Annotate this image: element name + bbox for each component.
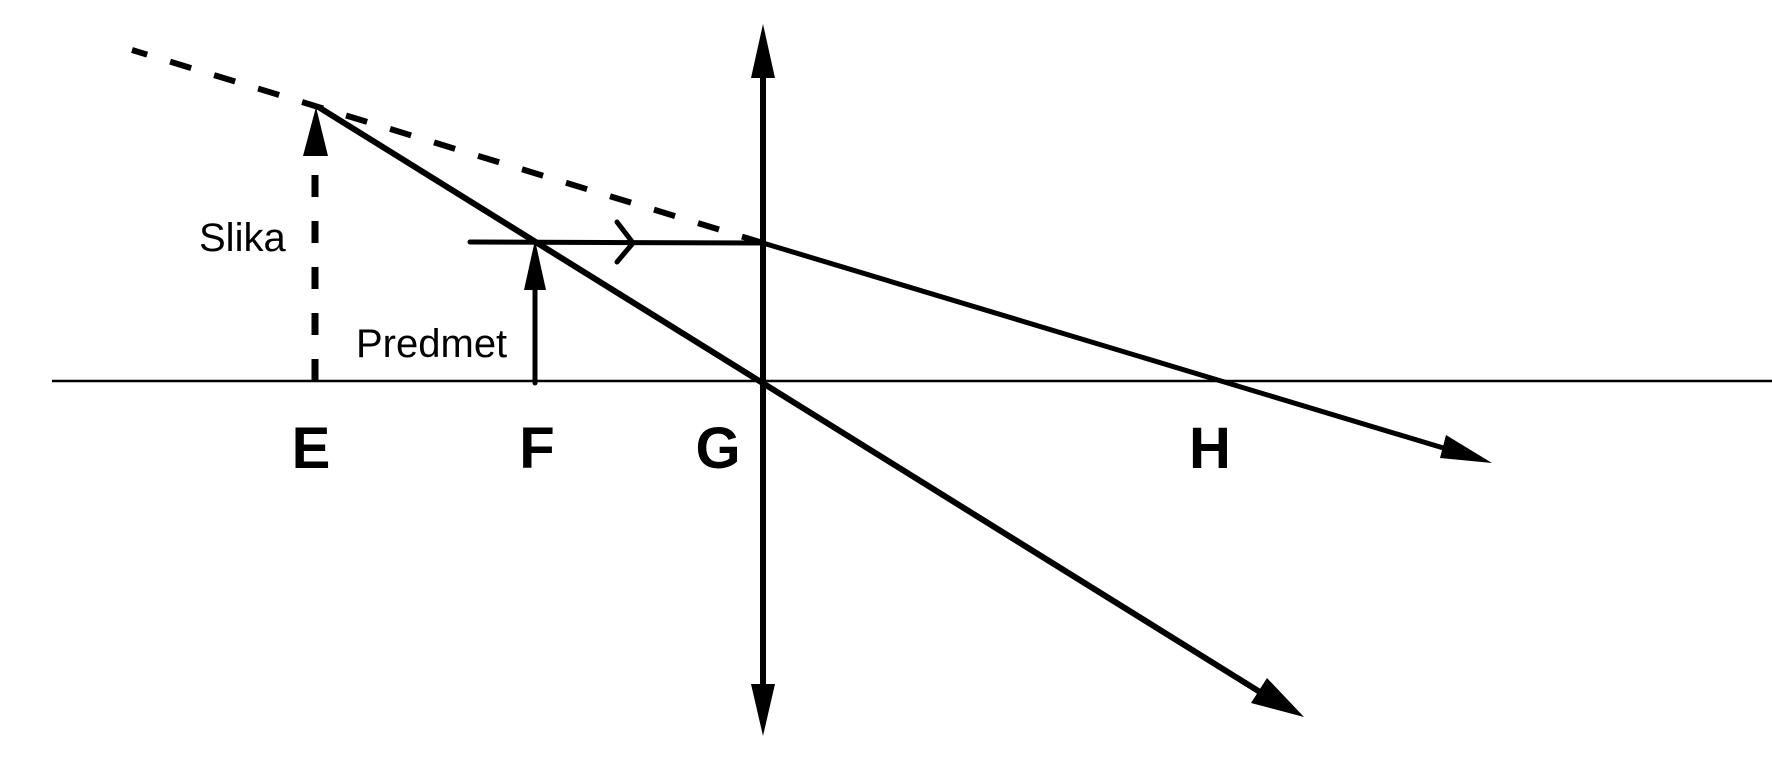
lens-top-arrowhead bbox=[751, 24, 775, 78]
refracted-ray bbox=[760, 240, 1453, 453]
point-h-label: H bbox=[1189, 416, 1231, 481]
virtual-ray-extension bbox=[131, 47, 764, 246]
central-ray bbox=[317, 105, 1271, 700]
point-g-label: G bbox=[695, 416, 740, 481]
object-label: Predmet bbox=[356, 322, 507, 366]
lens-bottom-arrowhead bbox=[751, 684, 775, 736]
image-arrowhead bbox=[303, 107, 328, 156]
object-arrow bbox=[524, 240, 546, 386]
parallel-ray bbox=[467, 239, 766, 246]
parallel-ray-chevron bbox=[614, 219, 637, 265]
image-label: Slika bbox=[199, 216, 286, 260]
image-arrow bbox=[303, 107, 328, 381]
refracted-ray-arrowhead bbox=[1440, 435, 1492, 463]
central-ray-arrowhead bbox=[1251, 678, 1304, 717]
point-e-label: E bbox=[292, 416, 331, 481]
point-f-label: F bbox=[519, 416, 554, 481]
object-arrowhead bbox=[524, 240, 546, 290]
